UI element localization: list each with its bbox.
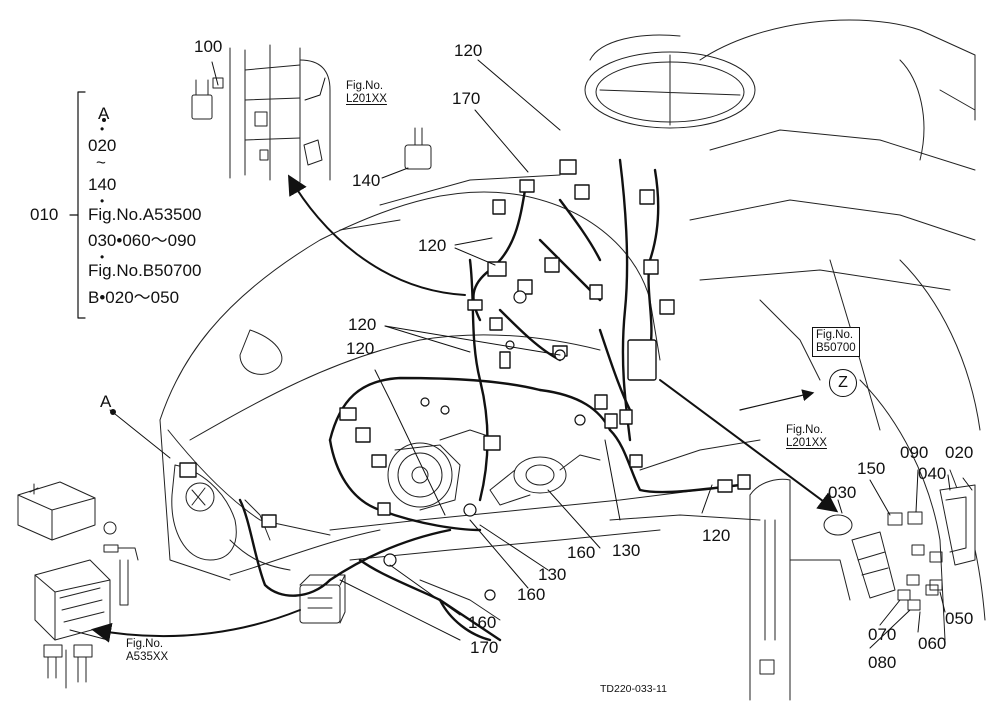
inset-right-fusebox: [749, 478, 976, 701]
callout-070: 070: [868, 625, 897, 644]
front-grille: [171, 464, 291, 571]
seat-platform: [689, 19, 976, 431]
callout-160: 160: [517, 585, 546, 604]
figref-value: A535XX: [126, 651, 169, 663]
figref-label: Fig.No.: [786, 424, 824, 436]
legend-line: •: [100, 194, 105, 208]
legend-line: Fig.No.B50700: [88, 261, 202, 280]
callout-120: 120: [702, 526, 731, 545]
figref-value: B50700: [816, 342, 856, 354]
callout-040: 040: [918, 464, 947, 483]
callout-130: 130: [612, 541, 641, 560]
figref-label: Fig.No.: [816, 329, 854, 341]
callout-120: 120: [418, 236, 447, 255]
figref-value: L201XX: [346, 93, 387, 105]
steering-wheel: [584, 34, 756, 129]
callout-120: 120: [454, 41, 483, 60]
callout-150: 150: [857, 459, 886, 478]
starter-motor: [489, 454, 601, 506]
legend-line: Fig.No.A53500: [88, 205, 202, 224]
callout-120: 120: [348, 315, 377, 334]
inset-top-bracket: [191, 44, 331, 183]
harness-wires: [238, 158, 742, 642]
battery: [299, 574, 346, 624]
callout-060: 060: [918, 634, 947, 653]
callout-020: 020: [945, 443, 974, 462]
callout-120: 120: [346, 339, 375, 358]
callout-170: 170: [470, 638, 499, 657]
figref-a535: Fig.No. A535XX: [126, 638, 168, 664]
legend-line: A: [98, 104, 110, 123]
callout-030: 030: [828, 483, 857, 502]
callout-a: A: [100, 392, 112, 411]
callout-090: 090: [900, 443, 929, 462]
callout-050: 050: [945, 609, 974, 628]
figref-l201-top: Fig.No. L201XX: [346, 80, 387, 106]
legend-line: 030•060～090: [88, 231, 197, 250]
clamps: [383, 290, 586, 601]
inset-arrows: [91, 174, 839, 643]
callout-080: 080: [868, 653, 897, 672]
figref-label: Fig.No.: [346, 80, 384, 92]
legend-line: •: [100, 122, 105, 136]
chassis: [329, 439, 761, 621]
callout-160: 160: [468, 613, 497, 632]
drawing-code: TD220-033-11: [600, 683, 667, 695]
connectors: [179, 159, 751, 528]
legend-bracket: [69, 91, 106, 319]
callout-100: 100: [194, 37, 223, 56]
legend-item-number: 010: [30, 205, 59, 224]
callout-170: 170: [452, 89, 481, 108]
relay-140: [404, 127, 432, 170]
figref-value: L201XX: [786, 437, 827, 449]
legend-line: B•020～050: [88, 288, 180, 307]
figref-label: Fig.No.: [126, 638, 164, 650]
view-arrow: [739, 389, 815, 411]
legend-line: 140: [88, 175, 117, 194]
callout-160: 160: [567, 543, 596, 562]
alternator: [387, 429, 501, 511]
legend-line: ~: [96, 153, 106, 172]
callout-130: 130: [538, 565, 567, 584]
inset-left-fuseblock: [17, 481, 139, 689]
callout-140: 140: [352, 171, 381, 190]
hood-outline: [159, 174, 661, 581]
legend-line: •: [100, 250, 105, 264]
leader-lines: [69, 59, 973, 649]
view-z-marker: Z: [829, 369, 857, 397]
legend-line: 020: [88, 136, 117, 155]
figref-l201-right: Fig.No. L201XX: [786, 424, 827, 450]
figref-b507: Fig.No. B50700: [812, 327, 860, 357]
